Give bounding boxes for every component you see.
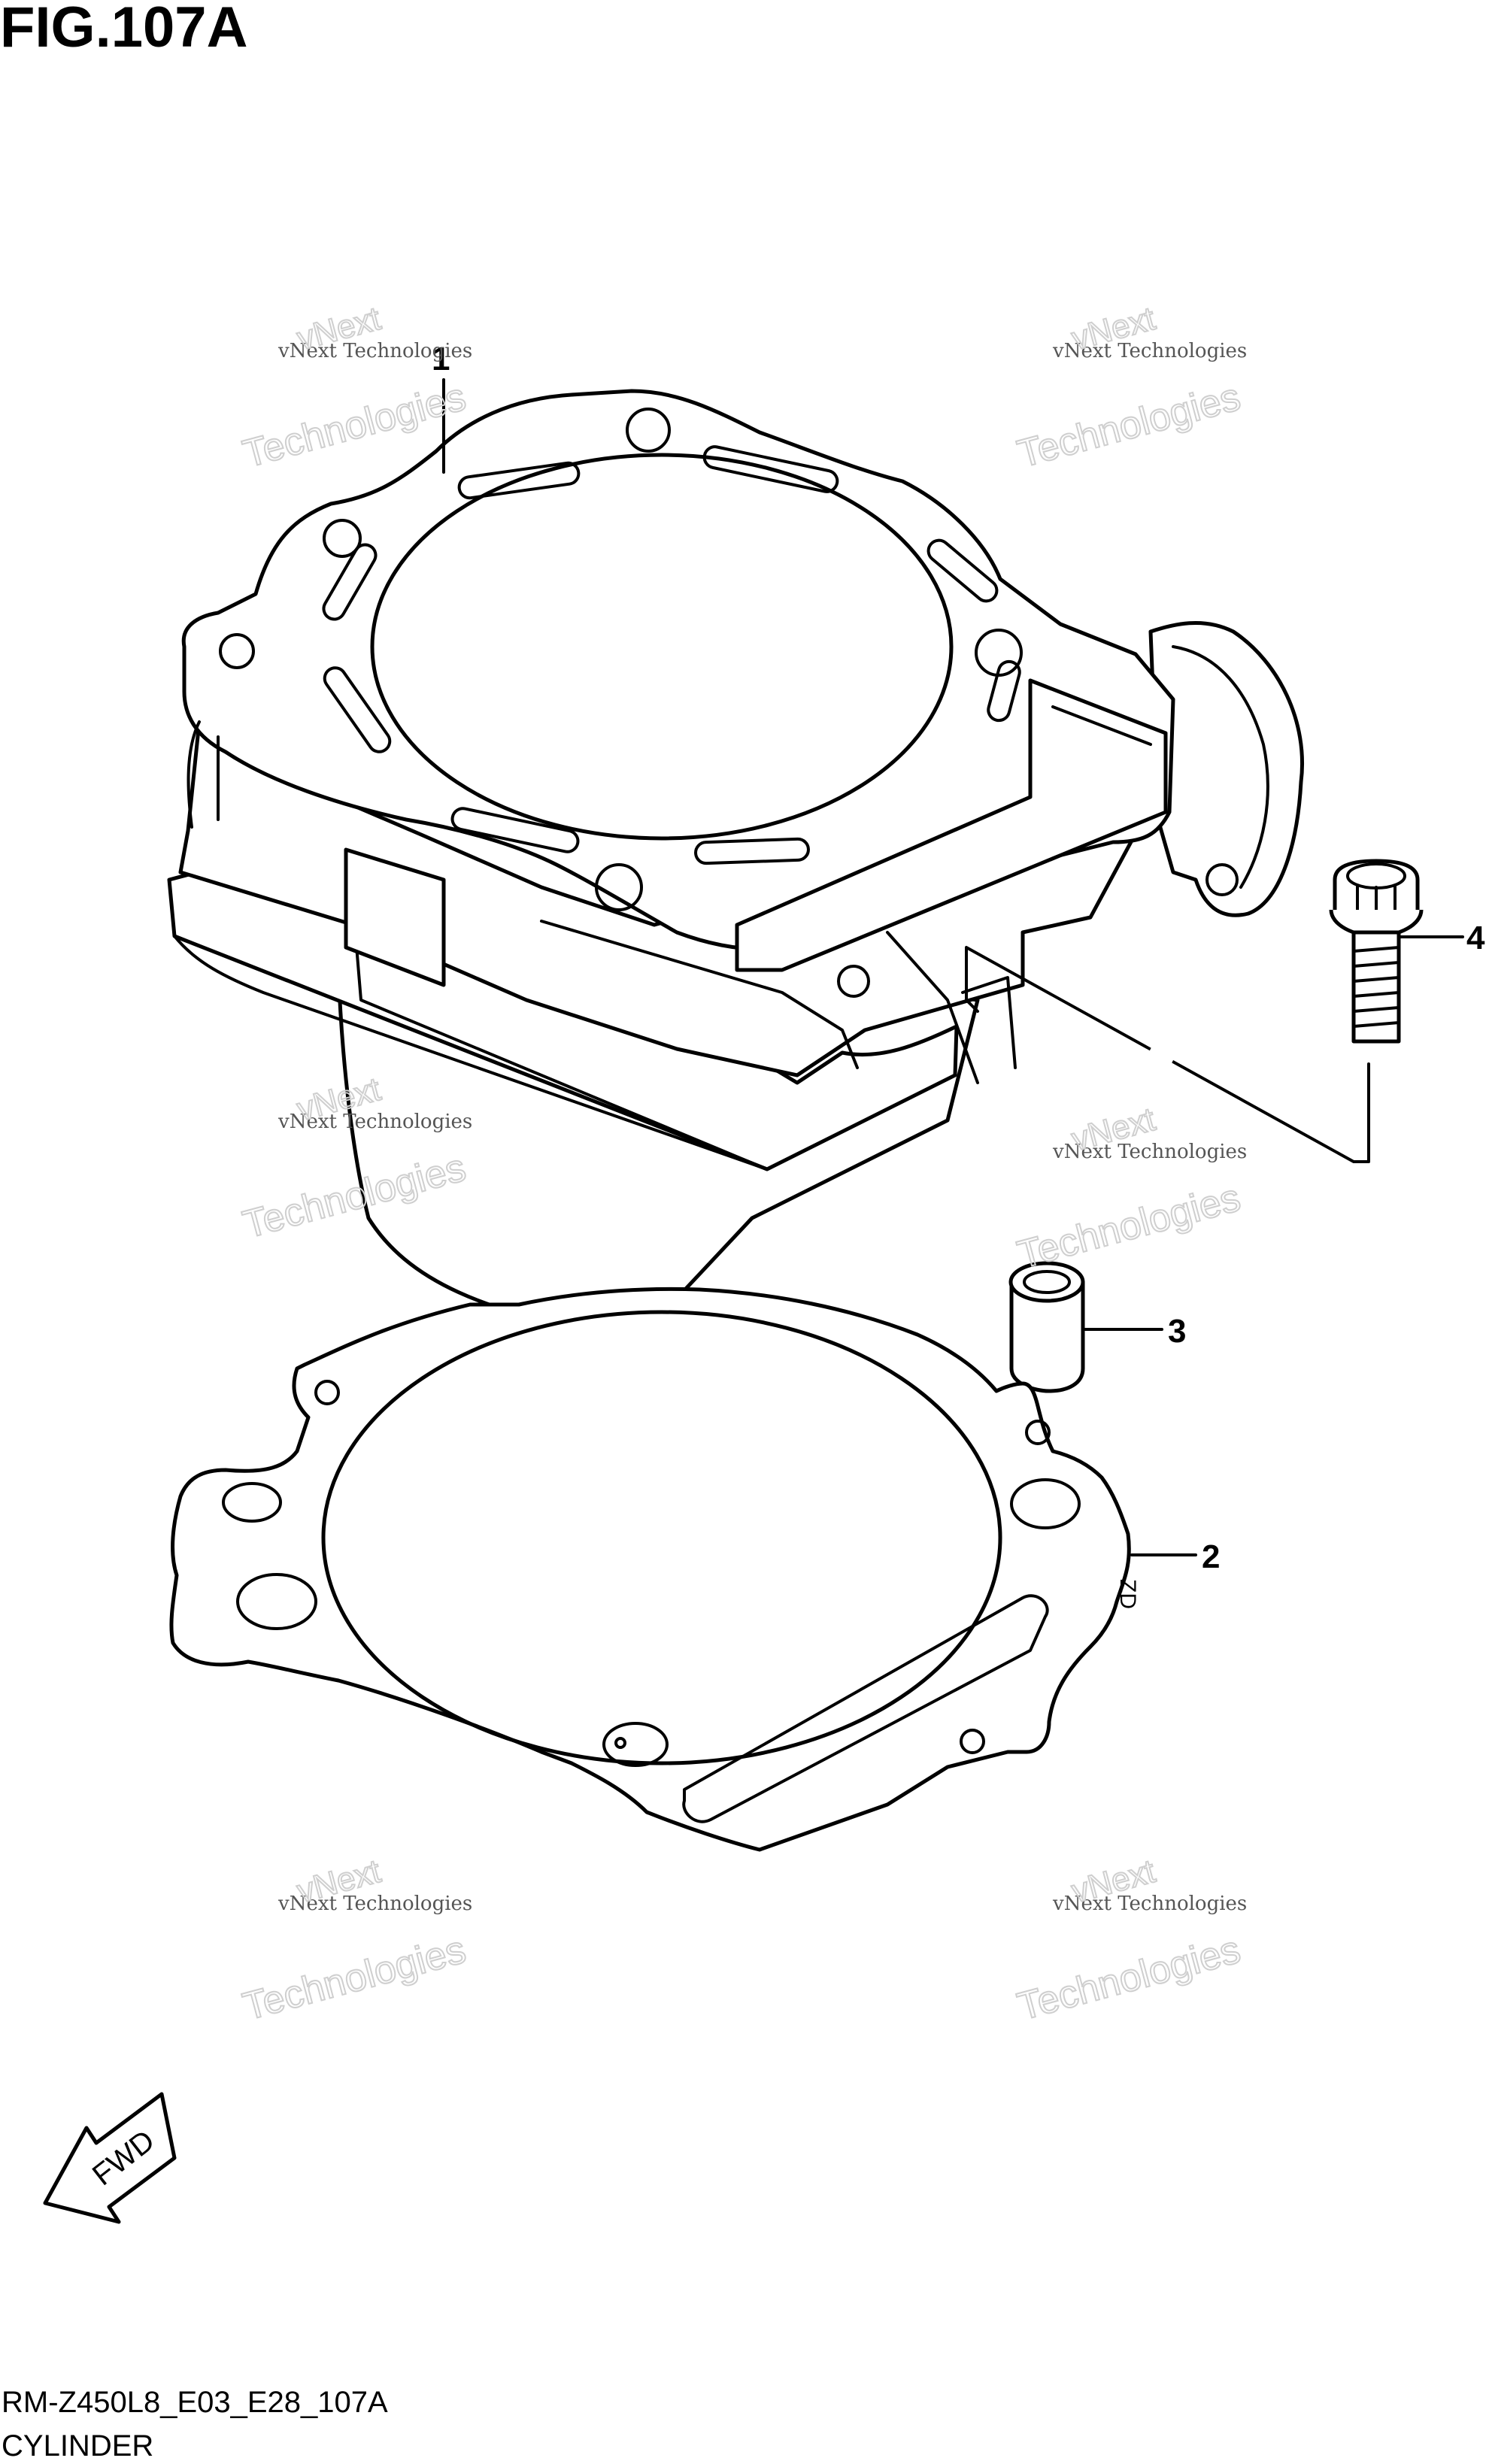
fwd-arrow-icon [43,2092,177,2224]
figure-title: FIG.107A [0,0,247,59]
svg-text:Technologies: Technologies [1013,1176,1245,1277]
figure-name: CYLINDER [2,2429,153,2462]
svg-text:vNext Technologies: vNext Technologies [1052,1893,1247,1915]
bolt-drawing [1329,859,1424,1044]
svg-text:Technologies: Technologies [238,1928,470,2029]
svg-text:Technologies: Technologies [1013,375,1245,477]
gasket-drawing [169,1287,1131,1852]
figure-code: RM-Z450L8_E03_E28_107A [2,2386,388,2419]
svg-text:vNext Technologies: vNext Technologies [1052,1141,1247,1163]
svg-text:vNext Technologies: vNext Technologies [277,1111,472,1133]
callout-2: 2 [1202,1538,1220,1575]
callout-4: 4 [1466,920,1485,956]
svg-text:vNext Technologies: vNext Technologies [1052,340,1247,362]
callout-1: 1 [432,341,450,377]
cylinder-drawing [167,389,1304,1341]
gasket-marking: ZD [1115,1579,1140,1609]
callout-3: 3 [1168,1313,1186,1350]
svg-text:vNext Technologies: vNext Technologies [277,1893,472,1915]
dowel-pin-drawing [1008,1261,1085,1393]
install-line [965,946,1370,1163]
svg-text:Technologies: Technologies [1013,1928,1245,2029]
svg-text:vNext Technologies: vNext Technologies [277,340,472,362]
